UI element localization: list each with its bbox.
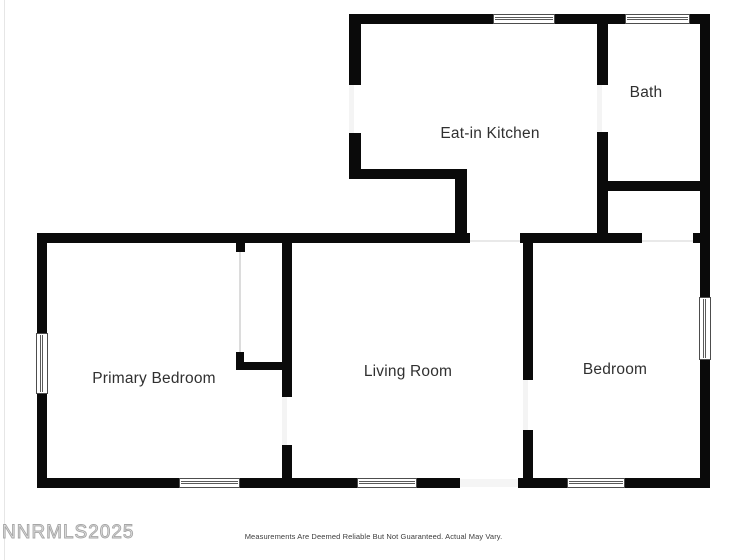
opening-primary-door	[282, 397, 287, 445]
photo-edge-line	[4, 0, 5, 560]
window-bedroom-bottom	[567, 478, 625, 488]
wall-primary-divider-lower	[282, 445, 292, 478]
wall-living-divider-upper	[523, 243, 533, 380]
room-label-bath: Bath	[629, 84, 663, 101]
window-pane	[181, 481, 238, 484]
window-pane	[569, 481, 623, 484]
wall-left-outer-lower	[37, 394, 47, 488]
wall-bottom-left	[37, 478, 460, 488]
watermark-text: NNRMLS2025	[2, 522, 135, 544]
opening-kitchen-living-passage	[470, 240, 520, 242]
wall-left-outer-upper	[37, 243, 47, 333]
opening-kitchen-side-door	[349, 85, 354, 133]
wall-bath-divider-upper	[597, 24, 608, 85]
window-bath-top	[625, 14, 690, 24]
disclaimer-text: Measurements Are Deemed Reliable But Not…	[244, 532, 503, 541]
wall-band-top-mid	[520, 233, 642, 243]
window-pane	[495, 17, 553, 20]
window-pane	[40, 335, 43, 392]
window-pane	[627, 17, 688, 20]
wall-living-divider-lower	[523, 430, 533, 478]
room-label-living-room: Living Room	[363, 363, 453, 380]
wall-closet-corner-horiz	[242, 362, 282, 370]
wall-primary-divider-upper	[282, 243, 292, 397]
window-pane	[703, 299, 706, 358]
opening-bath-door	[597, 85, 602, 132]
window-primary-left	[36, 333, 48, 394]
window-kitchen-top	[493, 14, 555, 24]
room-label-primary-bedroom: Primary Bedroom	[92, 370, 216, 387]
window-primary-bottom	[179, 478, 240, 488]
wall-bath-bottom	[597, 181, 710, 191]
window-bedroom-right	[699, 297, 711, 360]
wall-kitchen-step-horiz	[349, 169, 467, 179]
opening-bedroom-door	[642, 240, 693, 242]
wall-closet-stub	[236, 243, 245, 252]
window-living-bottom	[357, 478, 417, 488]
wall-kitchen-left-upper	[349, 24, 361, 85]
wall-kitchen-left-lower	[349, 133, 361, 179]
room-label-eat-in-kitchen: Eat-in Kitchen	[440, 125, 540, 142]
opening-living-bedroom-door	[523, 380, 528, 430]
wall-band-top-stub	[693, 233, 702, 243]
wall-right-outer	[700, 14, 710, 488]
room-label-bedroom: Bedroom	[582, 361, 648, 378]
window-pane	[359, 481, 415, 484]
wall-band-top-left	[37, 233, 470, 243]
opening-closet-door-line	[239, 252, 241, 352]
wall-kitchen-step-vert	[455, 179, 467, 243]
wall-closet-corner-vert	[236, 352, 244, 370]
opening-front-door-threshold	[460, 479, 518, 487]
